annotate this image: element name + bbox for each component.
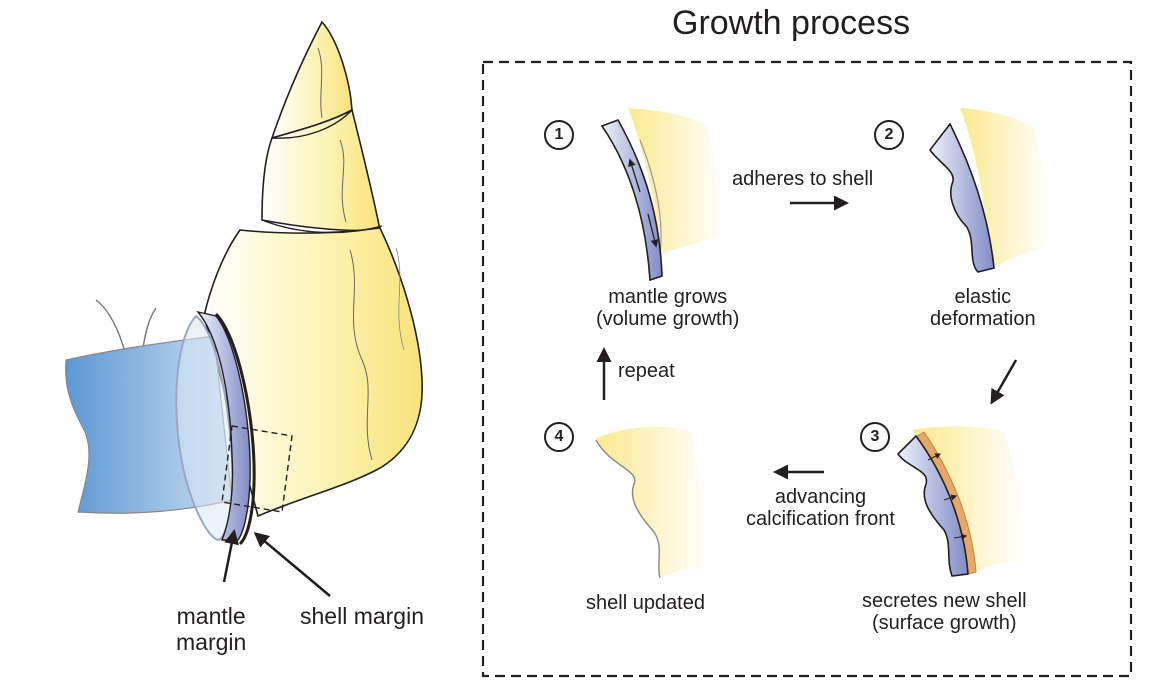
step-4-number: 4 (544, 422, 574, 452)
growth-process-panel (481, 60, 1133, 678)
step-1-mantle (600, 119, 663, 282)
step-1-growth-arrow (647, 213, 659, 248)
growth-process-title: Growth process (672, 4, 911, 42)
shell-suture (261, 219, 383, 234)
arrow-step2-to-step3 (990, 359, 1018, 405)
transition-label-calcification: advancing calcification front (746, 486, 895, 531)
zoom-box (221, 425, 293, 513)
shell-suture (271, 109, 353, 139)
step-3-secretion-arrow (927, 453, 942, 461)
shell-growth-line (317, 47, 323, 119)
step-3-number: 3 (860, 422, 890, 452)
shell-growth-line (339, 139, 347, 223)
step-4-shell (596, 426, 710, 578)
step-2-number: 2 (874, 120, 904, 150)
step-1-illustration (600, 108, 724, 282)
shell-margin-label: shell margin (300, 603, 424, 629)
snail-illustration (65, 20, 423, 597)
step-1-number: 1 (544, 120, 574, 150)
step-2-caption: elastic deformation (930, 286, 1036, 331)
shell-lip (214, 312, 256, 546)
step-1-shell-edge (639, 139, 662, 255)
step-4-shell-edge (595, 439, 661, 579)
mantle-margin-pointer (222, 529, 240, 583)
step-1-caption: mantle grows (volume growth) (596, 286, 740, 331)
step-1-growth-arrow (628, 158, 641, 193)
transition-label-repeat: repeat (618, 360, 675, 382)
mantle-margin-label: mantle margin (176, 603, 247, 655)
step-3-secretion-arrow (953, 533, 968, 540)
step-4-illustration (595, 426, 710, 579)
step-1-shell (628, 108, 724, 254)
step-2-shell (960, 108, 1050, 268)
step-3-caption: secretes new shell (surface growth) (862, 590, 1027, 635)
step-3-mantle (896, 434, 969, 577)
shell-growth-line (349, 249, 373, 461)
shell-margin-pointer (253, 532, 331, 597)
step-3-secretion-arrow (943, 494, 958, 501)
step-2-mantle (929, 122, 995, 273)
step-2-illustration (929, 108, 1050, 273)
transition-label-adheres: adheres to shell (732, 168, 874, 190)
step-3-illustration (896, 426, 1026, 577)
shell-growth-line (395, 247, 405, 351)
step-4-caption: shell updated (586, 592, 705, 614)
aperture-outer (175, 314, 234, 542)
